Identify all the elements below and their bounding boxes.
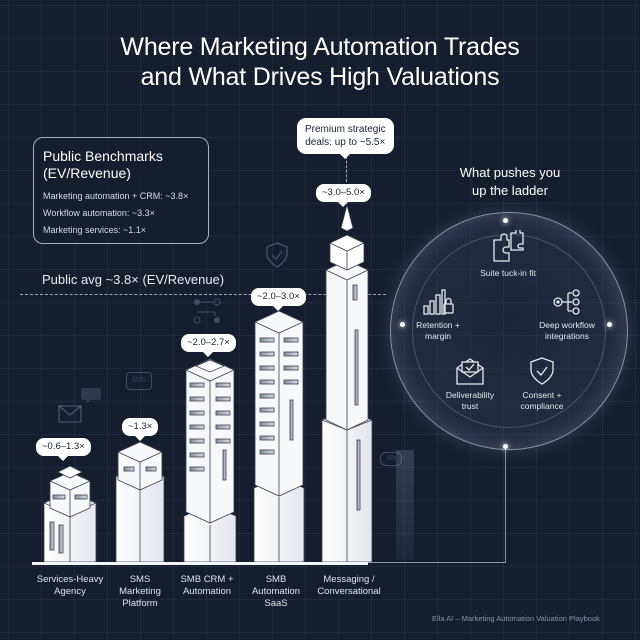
range-badge-services-agency: ~0.6–1.3× (36, 438, 91, 461)
envelope-icon (58, 405, 82, 423)
page-title: Where Marketing Automation Trades and Wh… (0, 32, 640, 92)
workflow-icon (193, 298, 221, 324)
chat-icon (81, 388, 101, 404)
category-label-messaging: Messaging /Conversational (317, 574, 381, 597)
range-badge-sms-platform: ~1.3× (122, 418, 159, 441)
premium-connector (346, 156, 347, 182)
benchmark-row: Marketing automation + CRM: ~3.8× (43, 191, 189, 201)
ring-highlight-dot (607, 322, 612, 327)
circle-connector-vertical (505, 448, 506, 562)
public-avg-label: Public avg ~3.8× (EV/Revenue) (42, 272, 225, 287)
driver-retention-margin: Retention +margin (393, 288, 483, 342)
building-smb-crm (183, 358, 237, 563)
category-label-smb-crm: SMB CRM +Automation (180, 574, 234, 597)
circle-connector-horizontal (368, 562, 506, 563)
puzzle-icon (493, 230, 524, 262)
building-smb-automation-saas (253, 310, 305, 563)
api-plug-icon: API (380, 452, 402, 466)
bar-chart-lock-icon (423, 289, 454, 315)
shield-check-icon (530, 357, 554, 385)
title-line-2: and What Drives High Valuations (140, 63, 500, 91)
workflow-branch-icon (553, 289, 580, 315)
building-messaging-conversational (321, 203, 373, 563)
ring-highlight-dot (400, 322, 405, 327)
title-line-1: Where Marketing Automation Trades (120, 33, 520, 61)
ground-line (32, 562, 368, 565)
ring-highlight-dot (503, 444, 508, 449)
benchmarks-title: Public Benchmarks (EV/Revenue) (43, 148, 163, 181)
envelope-check-icon (456, 358, 484, 385)
footer-credit: Ella AI – Marketing Automation Valuation… (432, 614, 600, 623)
drivers-inner-ring (412, 234, 606, 428)
benchmark-row: Workflow automation: ~3.3× (43, 208, 155, 218)
benchmark-row: Marketing services: ~1.1× (43, 225, 147, 235)
public-benchmarks-box: Public Benchmarks (EV/Revenue) Marketing… (33, 137, 209, 244)
building-services-agency (43, 465, 97, 563)
building-sms-platform (115, 441, 165, 563)
range-badge-smb-saas: ~2.0–3.0× (251, 288, 306, 311)
api-plug-beam (396, 450, 414, 560)
shield-check-icon (266, 242, 288, 268)
driver-suite-tuck-in: Suite tuck-in fit (463, 230, 553, 279)
ring-highlight-dot (503, 218, 508, 223)
public-avg-line (20, 294, 386, 295)
range-badge-messaging: ~3.0–5.0× (316, 184, 371, 207)
sms-icon: SMS (126, 372, 152, 390)
range-badge-smb-crm: ~2.0–2.7× (181, 334, 236, 357)
driver-consent-compliance: Consent +compliance (497, 356, 587, 412)
